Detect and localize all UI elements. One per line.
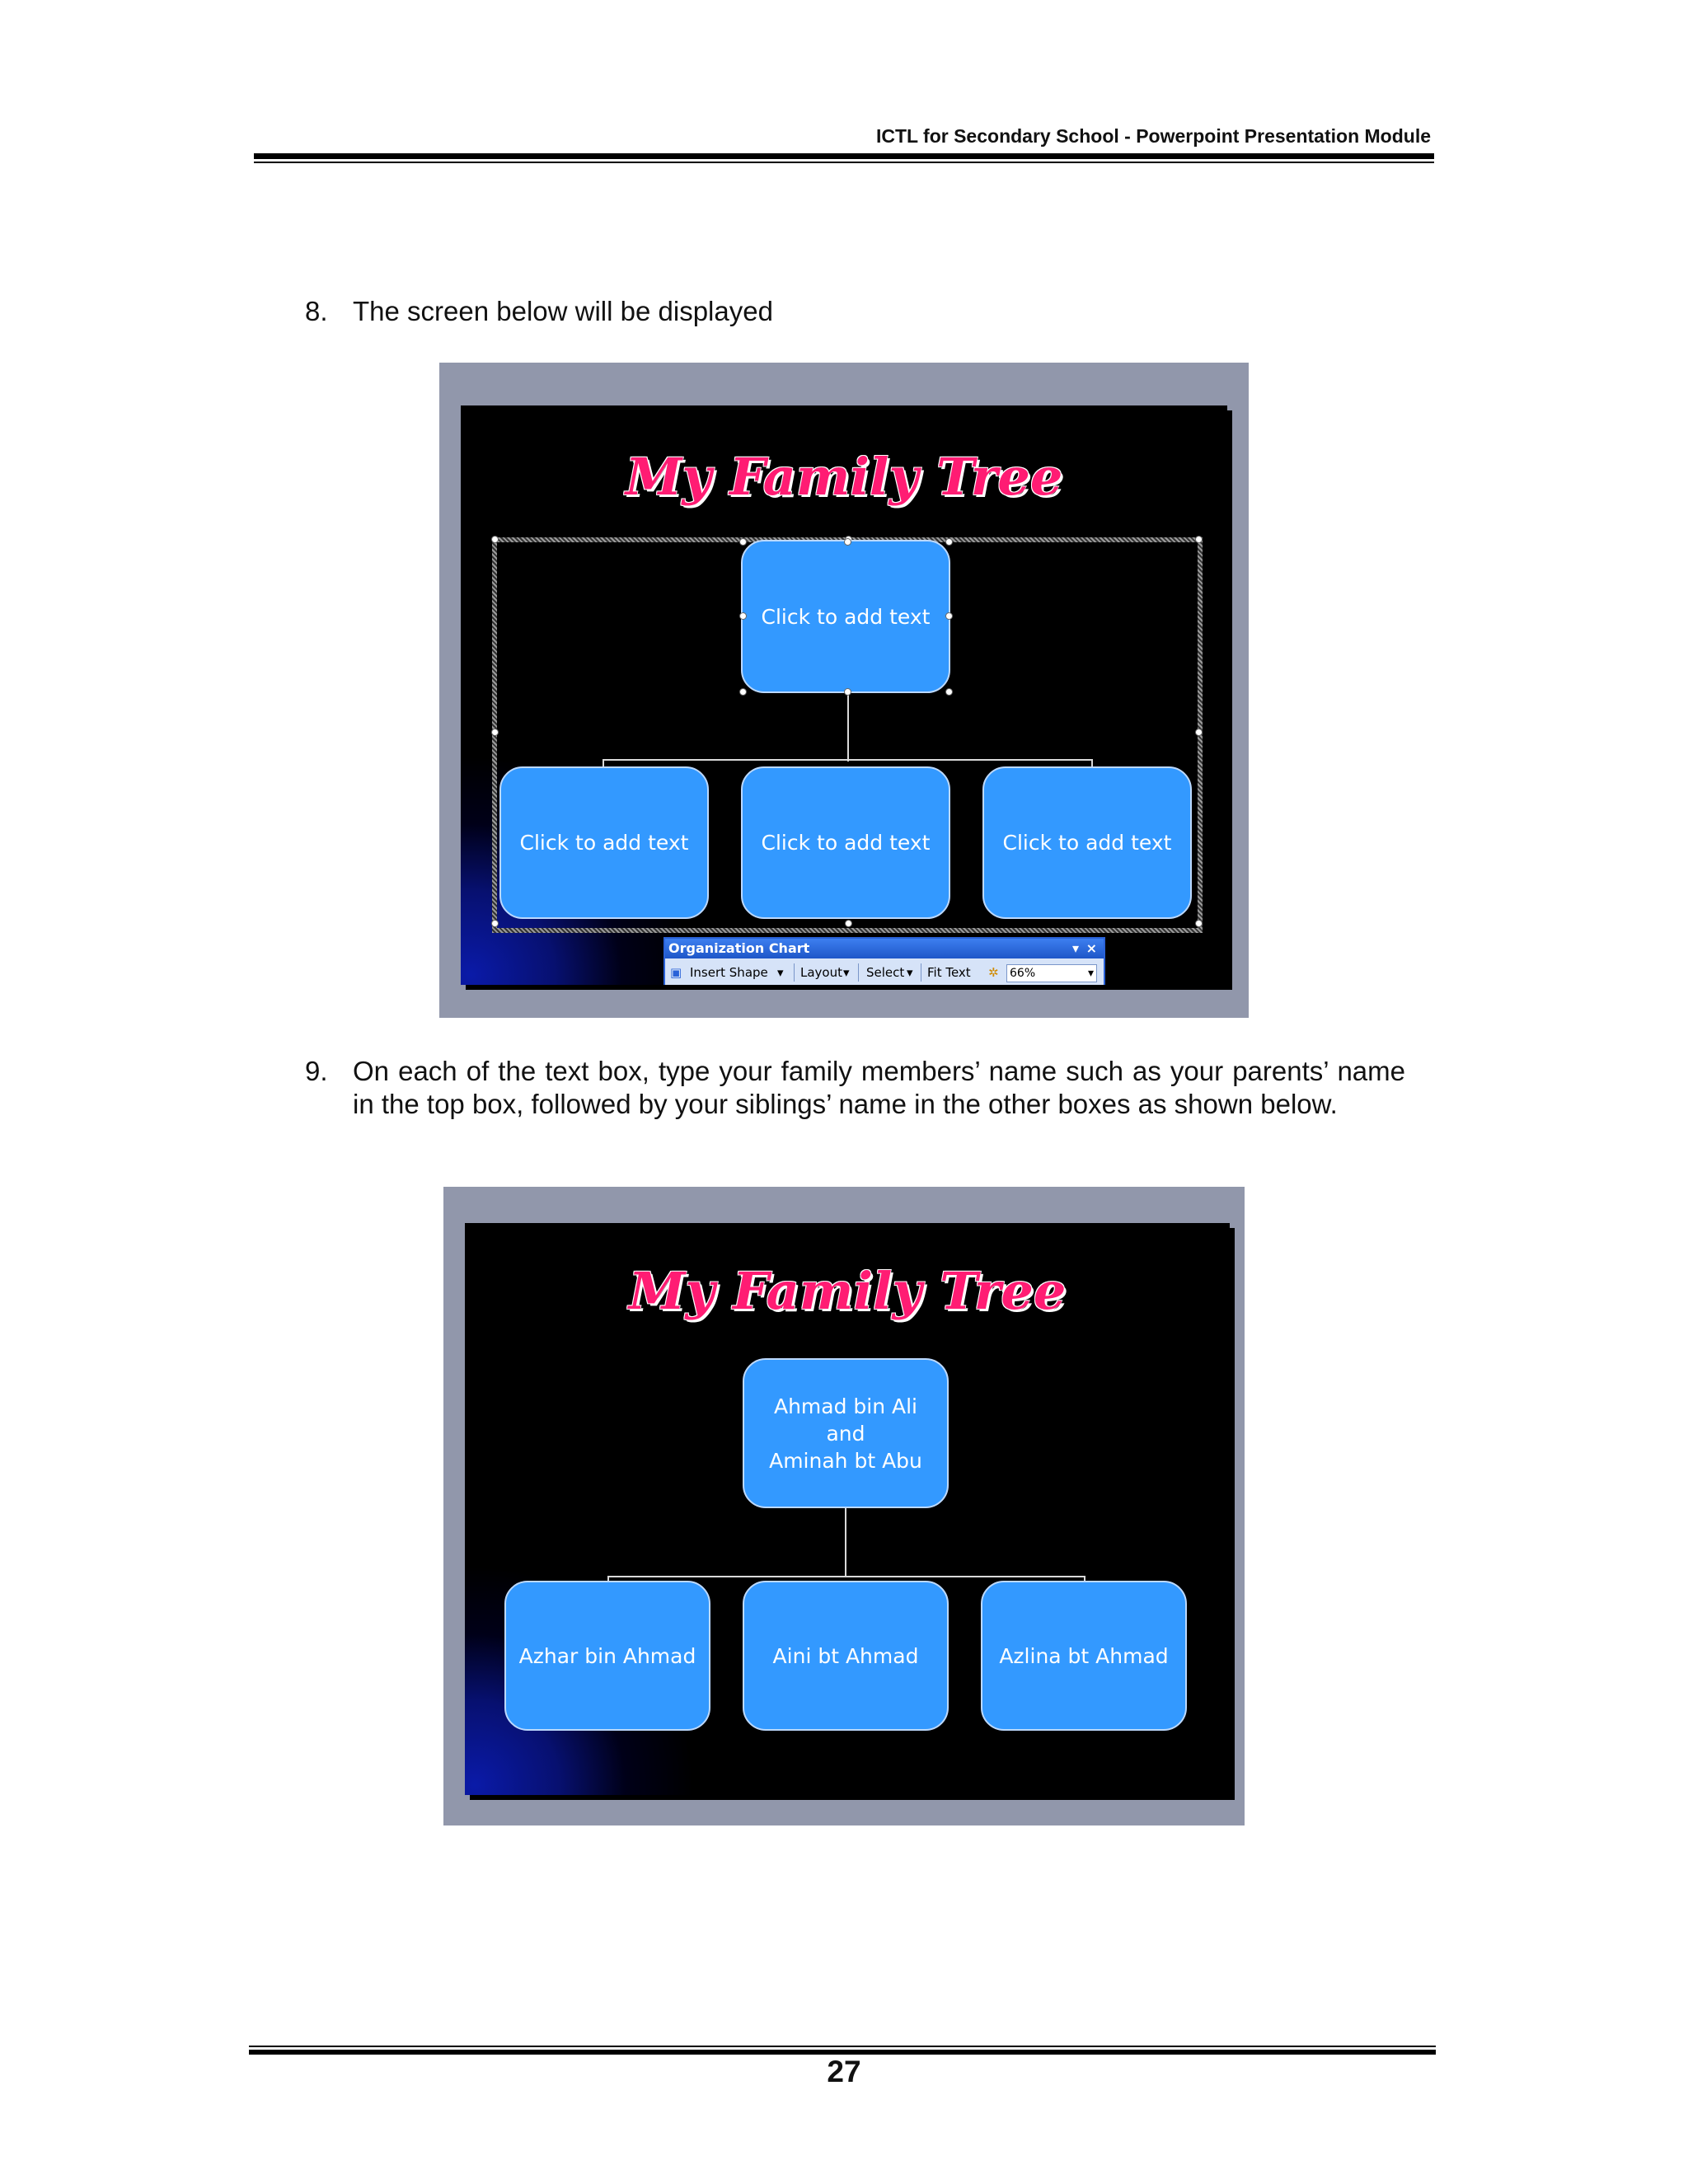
selection-handle[interactable] bbox=[491, 729, 499, 736]
org-box-child-2[interactable]: Aini bt Ahmad bbox=[743, 1581, 949, 1731]
slide-title: My Family Tree bbox=[625, 447, 1063, 507]
step-text: The screen below will be displayed bbox=[353, 296, 773, 326]
fit-text-button[interactable]: Fit Text bbox=[927, 965, 971, 980]
box-handle[interactable] bbox=[739, 688, 747, 696]
chevron-down-icon[interactable]: ▾ bbox=[777, 965, 784, 980]
slide-1: My Family Tree Click to add text Click t… bbox=[461, 405, 1227, 985]
step-number: 9. bbox=[305, 1056, 328, 1086]
insert-shape-button[interactable]: Insert Shape bbox=[690, 965, 768, 980]
select-button[interactable]: Select bbox=[866, 965, 905, 980]
insert-shape-icon: ▣ bbox=[670, 965, 682, 980]
slide-2: My Family Tree Ahmad bin Ali and Aminah … bbox=[465, 1223, 1230, 1795]
page-number: 27 bbox=[827, 2055, 861, 2088]
org-box-child-3[interactable]: Azlina bt Ahmad bbox=[981, 1581, 1187, 1731]
selection-handle[interactable] bbox=[845, 920, 852, 927]
org-box-child-1[interactable]: Click to add text bbox=[499, 766, 709, 919]
box-handle[interactable] bbox=[739, 612, 747, 620]
parent-name-line: and bbox=[826, 1421, 865, 1446]
box-handle[interactable] bbox=[844, 688, 851, 696]
toolbar-buttons: ▣ Insert Shape ▾ Layout ▾ Select ▾ Fit T… bbox=[665, 960, 1104, 985]
selection-handle[interactable] bbox=[1195, 536, 1203, 543]
org-box-child-3[interactable]: Click to add text bbox=[982, 766, 1192, 919]
connector-horizontal bbox=[607, 1576, 1085, 1577]
header-rule-thin bbox=[254, 162, 1434, 163]
box-handle[interactable] bbox=[945, 612, 953, 620]
box-handle[interactable] bbox=[945, 688, 953, 696]
box-handle[interactable] bbox=[739, 538, 747, 546]
selection-handle[interactable] bbox=[491, 536, 499, 543]
step-8: 8. The screen below will be displayed bbox=[305, 295, 1430, 328]
chevron-down-icon[interactable]: ▾ bbox=[1087, 967, 1094, 980]
screenshot-2-frame: My Family Tree Ahmad bin Ali and Aminah … bbox=[443, 1187, 1245, 1825]
org-box-child-2[interactable]: Click to add text bbox=[741, 766, 950, 919]
selection-handle[interactable] bbox=[1195, 920, 1203, 927]
connector-drop bbox=[1091, 759, 1093, 767]
step-number: 8. bbox=[305, 296, 328, 326]
box-handle[interactable] bbox=[945, 538, 953, 546]
selection-handle[interactable] bbox=[1195, 729, 1203, 736]
parent-name-line: Aminah bt Abu bbox=[769, 1448, 922, 1473]
org-box-child-1[interactable]: Azhar bin Ahmad bbox=[504, 1581, 710, 1731]
footer-rule bbox=[249, 2050, 1436, 2055]
toolbar-options-icon[interactable]: ▾ bbox=[1071, 940, 1079, 956]
step-9: 9. On each of the text box, type your fa… bbox=[305, 1055, 1430, 1154]
toolbar-separator bbox=[794, 963, 795, 982]
connector-vertical bbox=[847, 692, 849, 762]
toolbar-separator bbox=[858, 963, 859, 982]
connector-vertical bbox=[845, 1508, 846, 1577]
org-box-parents[interactable]: Ahmad bin Ali and Aminah bt Abu bbox=[743, 1358, 949, 1508]
selection-handle[interactable] bbox=[491, 920, 499, 927]
footer-rule-thin bbox=[249, 2046, 1436, 2047]
slide-title: My Family Tree bbox=[628, 1261, 1067, 1321]
box-handle[interactable] bbox=[844, 538, 851, 546]
document-header-title: ICTL for Secondary School - Powerpoint P… bbox=[875, 125, 1431, 147]
connector-drop bbox=[603, 759, 604, 767]
chevron-down-icon[interactable]: ▾ bbox=[843, 965, 850, 980]
toolbar-title: Organization Chart bbox=[668, 940, 810, 956]
screenshot-1-frame: My Family Tree Click to add text Click t… bbox=[439, 363, 1249, 1018]
connector-horizontal bbox=[603, 759, 1093, 761]
organization-chart-toolbar: Organization Chart ▾ × ▣ Insert Shape ▾ … bbox=[663, 937, 1105, 985]
close-icon[interactable]: × bbox=[1085, 940, 1097, 956]
header-rule bbox=[254, 153, 1434, 159]
step-text: On each of the text box, type your famil… bbox=[353, 1056, 1405, 1119]
toolbar-title-bar: Organization Chart ▾ × bbox=[665, 939, 1104, 958]
layout-button[interactable]: Layout bbox=[800, 965, 842, 980]
zoom-select[interactable]: 66% ▾ bbox=[1006, 964, 1097, 982]
autoformat-icon[interactable]: ✲ bbox=[988, 965, 999, 980]
org-box-top[interactable]: Click to add text bbox=[741, 540, 950, 693]
chevron-down-icon[interactable]: ▾ bbox=[907, 965, 913, 980]
parent-name-line: Ahmad bin Ali bbox=[773, 1394, 918, 1418]
zoom-value: 66% bbox=[1010, 967, 1036, 980]
